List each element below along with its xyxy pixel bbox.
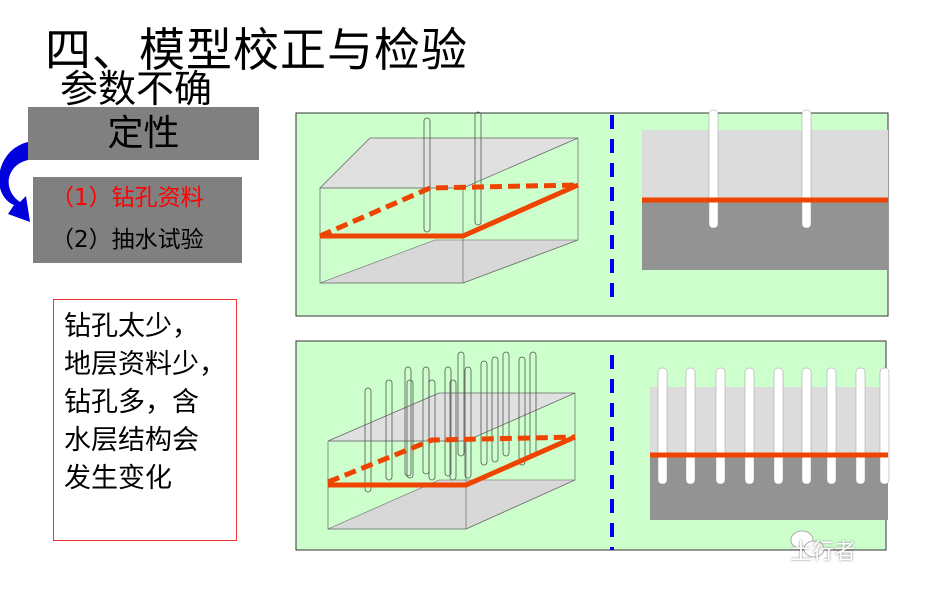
borehole [826,367,837,485]
borehole [474,111,482,226]
borehole [715,367,726,485]
item-pumping-test: （2）抽水试验 [51,227,204,253]
panel-few-boreholes [295,109,889,317]
borehole [491,356,499,463]
note-line: 地层资料少， [64,349,226,380]
note-line: 水层结构会 [64,425,199,456]
borehole [404,366,412,477]
note-line: 发生变化 [64,463,172,494]
note-box: 钻孔太少， 地层资料少， 钻孔多，含 水层结构会 发生变化 [53,299,237,541]
borehole [744,367,755,485]
watermark: 土行者 [790,540,857,565]
item-boreholes: （1）钻孔资料 [51,185,204,211]
panel-many-boreholes [295,340,890,551]
slide-title: 四、模型校正与检验 [45,23,468,77]
borehole [685,367,696,485]
borehole [480,360,488,466]
borehole [364,387,372,493]
borehole [879,367,890,485]
borehole [464,366,472,479]
borehole [502,351,510,457]
borehole [773,367,784,485]
item-box: （1）钻孔资料 （2）抽水试验 [33,177,242,263]
note-line: 钻孔多，含 [64,387,199,418]
curved-arrow-icon [0,142,30,222]
borehole [855,367,866,485]
borehole [444,366,452,477]
note-line: 钻孔太少， [64,311,199,342]
wechat-icon [790,530,825,558]
borehole [518,356,526,466]
borehole [423,117,431,233]
borehole [657,367,668,485]
slide-subtitle: 参数不确 [60,67,213,111]
borehole [406,379,414,479]
borehole [801,367,812,485]
borehole [449,379,457,481]
borehole [428,379,436,481]
borehole [457,351,465,457]
borehole [385,379,393,481]
category-box: 定性 [28,107,259,160]
